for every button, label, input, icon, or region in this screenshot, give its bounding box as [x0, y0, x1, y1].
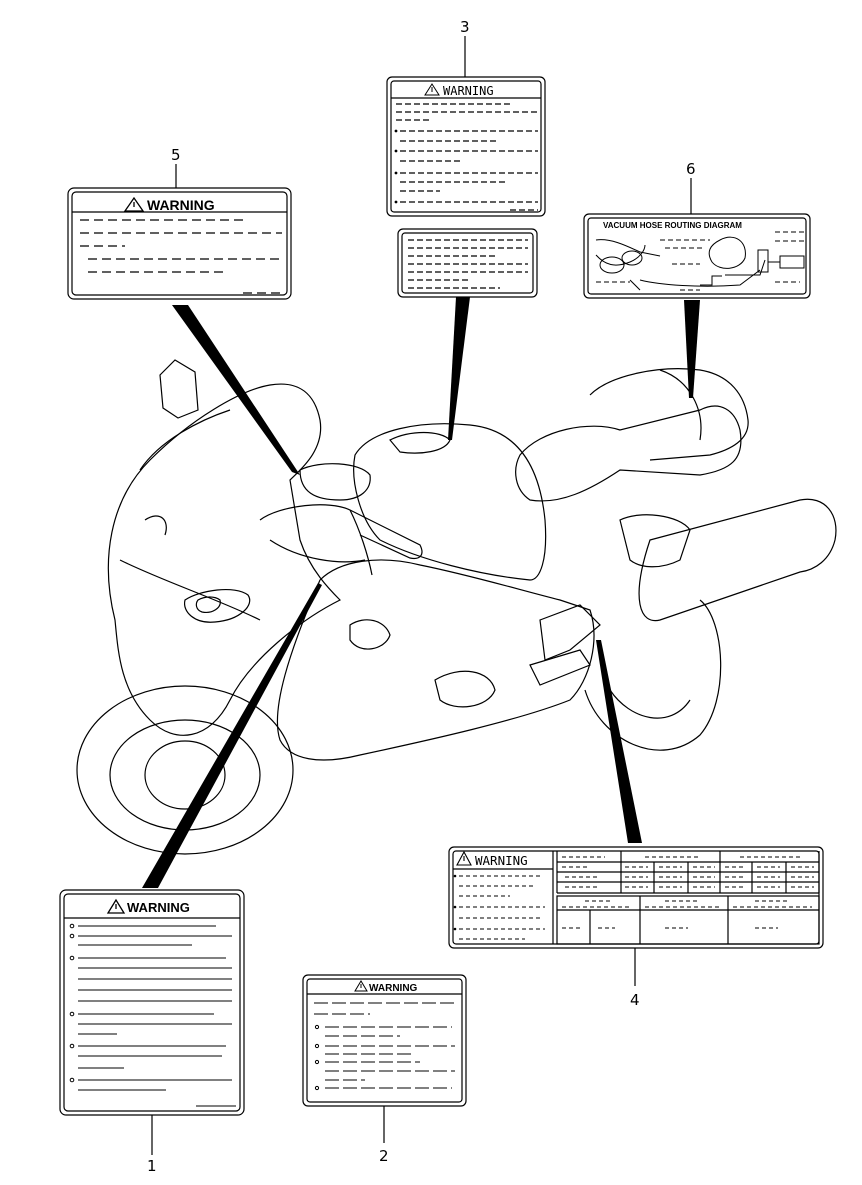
label-2-heading: WARNING — [369, 983, 418, 994]
callout-number-3: 3 — [460, 18, 470, 36]
warning-triangle-icon — [456, 850, 472, 866]
leader-wedge-5 — [172, 305, 300, 475]
motorcycle-illustration — [76, 359, 837, 855]
warning-triangle-icon — [424, 83, 440, 96]
label-5-heading-group: WARNING — [123, 196, 215, 213]
label-6-heading: VACUUM HOSE ROUTING DIAGRAM — [603, 221, 742, 230]
callout-number-5: 5 — [171, 146, 181, 164]
label-4-outer — [448, 846, 824, 949]
warning-triangle-icon — [106, 898, 126, 914]
callout-number-4: 4 — [630, 991, 640, 1009]
label-6 — [583, 178, 811, 299]
label-6-outer — [583, 213, 811, 299]
label-3-bullets — [394, 129, 398, 204]
label-2 — [302, 974, 467, 1143]
callout-number-2: 2 — [379, 1147, 389, 1165]
exhaust-muffler — [638, 498, 837, 622]
seat — [515, 405, 742, 502]
label-3-heading-group: WARNING — [424, 83, 494, 98]
label-1-heading: WARNING — [127, 900, 190, 915]
leader-wedges — [142, 297, 700, 888]
label-1-heading-group: WARNING — [106, 898, 190, 915]
label-5-outer — [67, 187, 292, 300]
leader-wedge-6 — [684, 300, 700, 398]
label-4 — [448, 846, 824, 986]
label-4-heading: WARNING — [475, 853, 528, 868]
mirror — [159, 359, 199, 419]
front-fairing — [107, 383, 342, 736]
callout-number-1: 1 — [147, 1157, 157, 1175]
warning-triangle-icon — [123, 196, 145, 212]
front-wheel — [76, 685, 294, 855]
label-5 — [67, 164, 292, 300]
callout-number-6: 6 — [686, 160, 696, 178]
side-fairing — [276, 559, 595, 761]
label-3-heading: WARNING — [443, 84, 494, 98]
label-3 — [386, 36, 546, 217]
leader-wedge-3 — [448, 297, 470, 440]
label-1-outer — [59, 889, 245, 1116]
label-2-heading-group: WARNING — [354, 980, 418, 994]
rear-wheel — [584, 599, 722, 751]
label-3-outer — [386, 76, 546, 217]
label-2-outer — [302, 974, 467, 1107]
label-4-bullets — [453, 874, 457, 931]
tail-cowl — [589, 368, 749, 461]
leader-wedge-1 — [142, 583, 322, 888]
vacuum-hose-sketch — [595, 236, 805, 291]
label-4-heading-group: WARNING — [456, 850, 528, 868]
label-5-heading: WARNING — [147, 197, 215, 213]
leader-wedge-4 — [596, 640, 642, 843]
fuel-tank — [353, 423, 547, 581]
label-1 — [59, 889, 245, 1155]
label-3-lower — [397, 228, 538, 298]
headlight — [184, 589, 251, 623]
warning-triangle-icon — [354, 980, 368, 992]
